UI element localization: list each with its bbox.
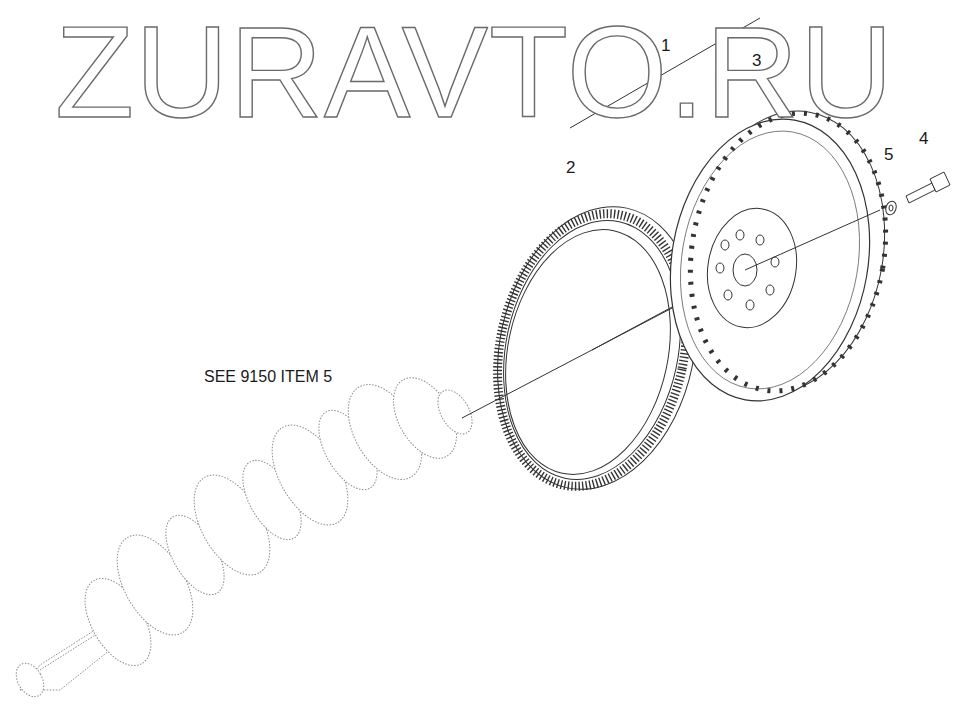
crankshaft-drawing (11, 367, 480, 702)
callout-number: 3 (752, 52, 761, 69)
callout-number: 4 (919, 130, 928, 147)
bolt-drawing (884, 172, 950, 216)
flywheel-drawing (649, 95, 907, 417)
callout-number: 2 (566, 159, 575, 176)
reference-note: SEE 9150 ITEM 5 (204, 369, 332, 385)
watermark: ZURAVTO.RU (55, 8, 894, 137)
callout-number: 5 (884, 146, 893, 163)
callout-number: 1 (661, 37, 670, 54)
